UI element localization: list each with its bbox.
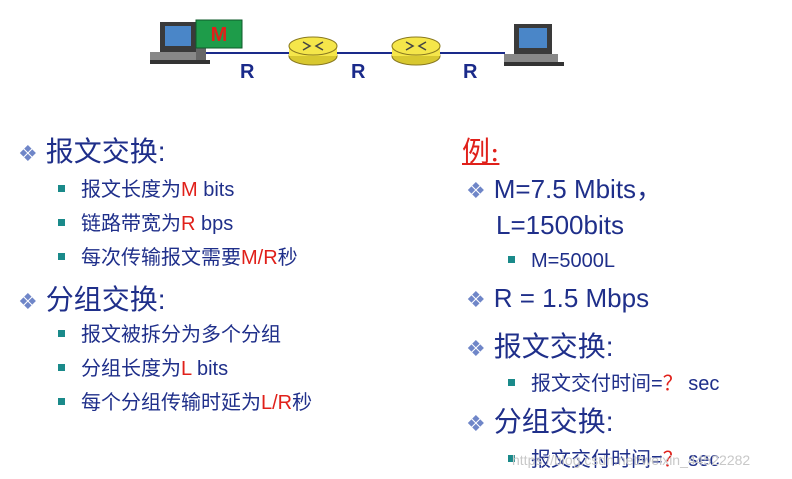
list-item: 每个分组传输时延为L/R秒 [58,386,312,415]
diamond-bullet-icon: ❖ [466,412,486,437]
example-packet-switching-heading: ❖分组交换: [466,406,614,437]
list-item: 链路带宽为R bps [58,207,233,236]
square-bullet-icon [58,330,65,338]
list-item: 报文被拆分为多个分组 [58,318,281,347]
router-icon [391,36,441,66]
diamond-bullet-icon: ❖ [18,142,38,167]
list-item: 报文交付时间=？ sec [508,443,719,472]
square-bullet-icon [58,219,65,227]
link-label: R [351,61,366,83]
square-bullet-icon [508,256,515,264]
square-bullet-icon [58,253,65,261]
packet-switching-heading: ❖分组交换: [18,284,166,315]
router-icon [288,36,338,66]
example-message-switching-heading: ❖报文交换: [466,331,614,362]
link-label: R [463,61,478,83]
example-item-rate: ❖R = 1.5 Mbps [466,283,650,313]
list-item: 报文长度为M bits [58,173,234,202]
diamond-bullet-icon: ❖ [466,337,486,362]
message-switching-heading: ❖报文交换: [18,136,166,167]
diamond-bullet-icon: ❖ [466,287,486,312]
list-item: 每次传输报文需要M/R秒 [58,241,298,270]
link-label: R [240,61,255,83]
destination-host-icon [504,24,564,66]
diamond-bullet-icon: ❖ [466,178,486,203]
watermark: https://blog.csdn.net/weixin_44522282 [512,452,751,468]
network-diagram: M R R R [150,19,564,83]
message-label: M [211,24,228,46]
square-bullet-icon [58,364,65,372]
square-bullet-icon [508,455,515,463]
square-bullet-icon [58,185,65,193]
list-item: 分组长度为L bits [58,352,228,381]
square-bullet-icon [58,398,65,406]
diamond-bullet-icon: ❖ [18,290,38,315]
message-box: M [195,19,243,49]
list-item: M=5000L [508,250,615,273]
example-title: 例: [462,135,500,168]
square-bullet-icon [508,379,515,387]
example-item-sizes: ❖M=7.5 Mbits， L=1500bits [466,174,663,240]
list-item: 报文交付时间=？ sec [508,367,719,396]
